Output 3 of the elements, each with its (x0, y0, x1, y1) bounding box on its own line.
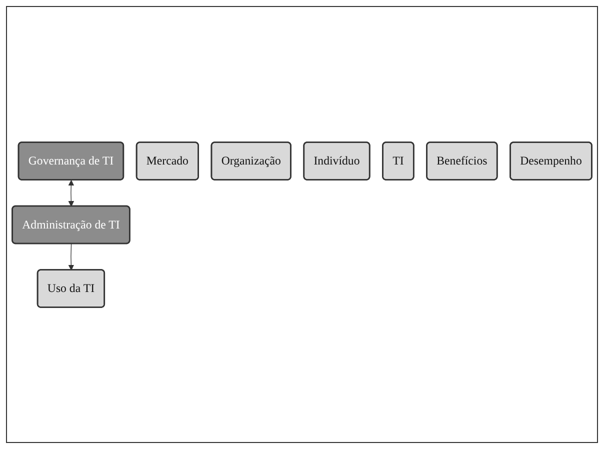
arrow (68, 243, 74, 270)
flowchart: Governança de TI Administração de TI Mercado Organização Indivíduo TI Uso da TI Benefícios Desempenho (7, 136, 597, 312)
arrow (68, 180, 74, 206)
